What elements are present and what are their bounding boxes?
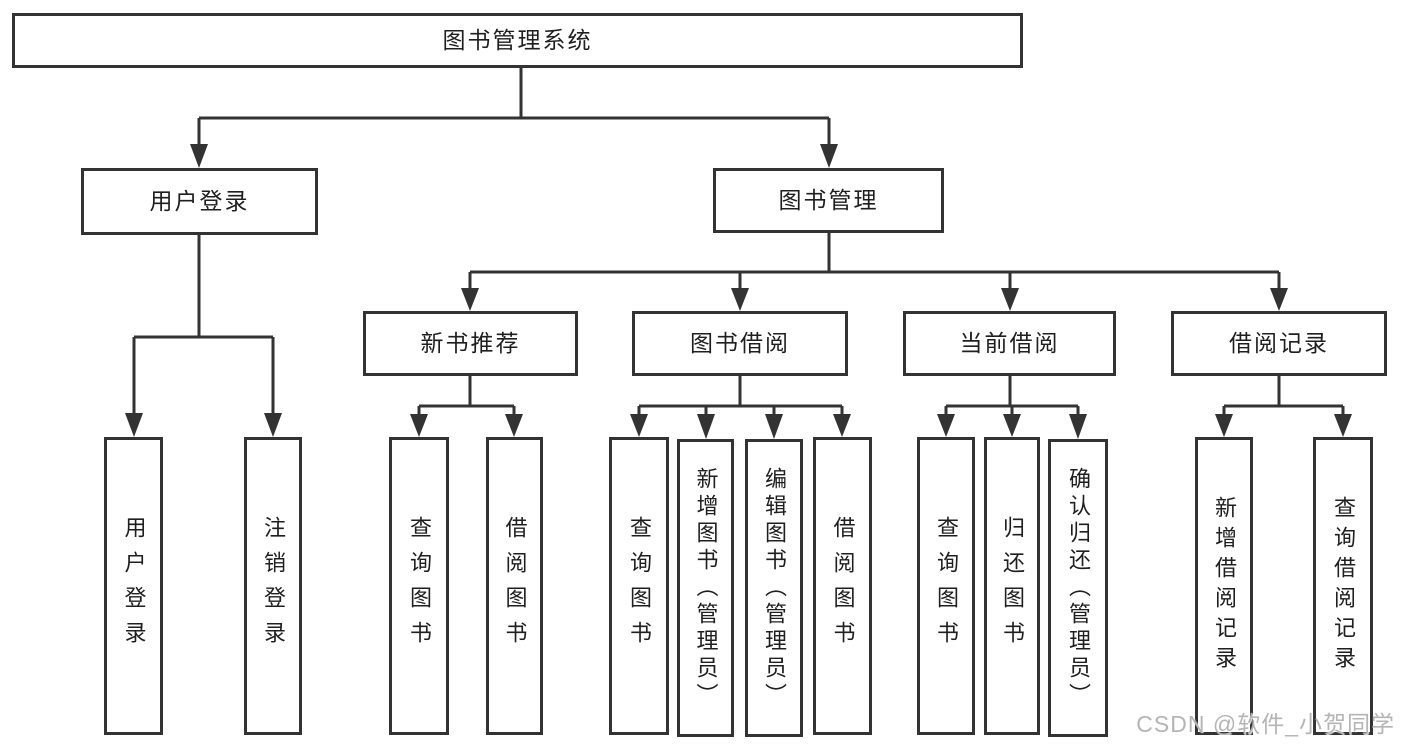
connector-current-borrowing-to-leaves xyxy=(937,376,1087,439)
leaf-records-query-borrow-record: 查询借阅记录 xyxy=(1313,437,1373,735)
node-new-book-recommendation: 新书推荐 xyxy=(363,311,578,376)
node-current-borrowing: 当前借阅 xyxy=(903,311,1116,376)
node-root: 图书管理系统 xyxy=(12,13,1023,68)
connector-user-login-to-leaves xyxy=(125,235,282,437)
leaf-user-login-action: 用户登录 xyxy=(104,437,163,735)
leaf-borrowing-edit-books-admin: 编辑图书（管理员） xyxy=(745,439,803,737)
leaf-recommend-borrow-books: 借阅图书 xyxy=(486,437,543,735)
leaf-records-add-borrow-record: 新增借阅记录 xyxy=(1195,437,1253,735)
node-book-management: 图书管理 xyxy=(713,168,944,233)
leaf-current-return-books: 归还图书 xyxy=(984,437,1040,735)
csdn-watermark: CSDN @软件_小贺同学 xyxy=(1136,711,1395,737)
connector-root-to-level2 xyxy=(190,68,838,168)
connector-new-book-recommendation-to-leaves xyxy=(410,376,523,437)
leaf-current-confirm-return-admin: 确认归还（管理员） xyxy=(1048,439,1108,737)
node-user-login: 用户登录 xyxy=(81,168,318,235)
node-book-borrowing: 图书借阅 xyxy=(632,311,848,376)
leaf-current-query-books: 查询图书 xyxy=(917,437,975,735)
leaf-borrowing-borrow-books: 借阅图书 xyxy=(813,437,872,735)
leaf-borrowing-add-books-admin: 新增图书（管理员） xyxy=(677,439,734,737)
leaf-logout: 注销登录 xyxy=(244,437,302,735)
leaf-borrowing-query-books: 查询图书 xyxy=(609,437,669,735)
connector-borrowing-records-to-leaves xyxy=(1215,376,1352,437)
connector-book-borrowing-to-leaves xyxy=(630,376,851,439)
leaf-recommend-query-books: 查询图书 xyxy=(389,437,449,735)
node-borrowing-records: 借阅记录 xyxy=(1171,311,1387,376)
connector-book-management-to-level3 xyxy=(461,233,1288,311)
